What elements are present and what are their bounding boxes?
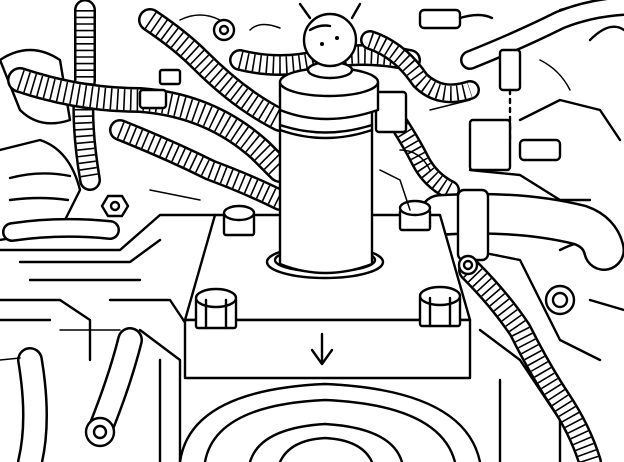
ball-joint <box>302 12 358 68</box>
connector-top-right <box>418 8 462 30</box>
bolt-top-right <box>398 199 432 232</box>
eye-fitting <box>84 416 116 448</box>
direction-arrow-icon <box>310 332 334 366</box>
bolt-bottom-left <box>194 287 238 330</box>
connectors <box>84 8 576 448</box>
bracket-right <box>468 118 512 172</box>
wiring-harness-hoses <box>7 0 602 462</box>
plate-bolts <box>194 199 462 330</box>
hose-clamp <box>544 284 576 316</box>
detail-wires <box>0 14 571 361</box>
pipe-fitting <box>456 188 490 262</box>
bolt-top-left <box>222 204 256 237</box>
lower-round-housing <box>178 382 482 462</box>
tool-cylinder <box>265 2 385 280</box>
bolt-bottom-right <box>418 285 462 328</box>
connector-left <box>138 88 168 110</box>
